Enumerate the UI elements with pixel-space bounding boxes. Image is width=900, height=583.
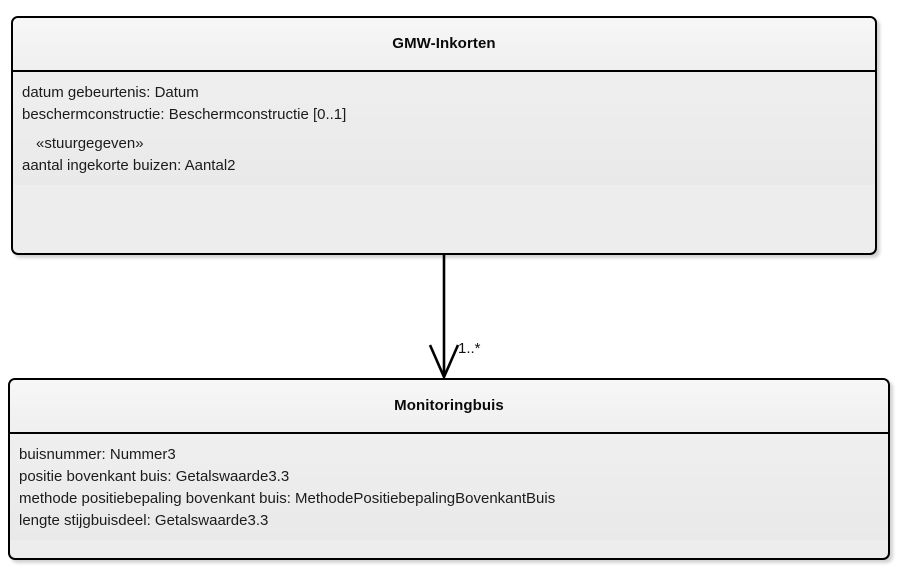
- class-attributes-monitoringbuis: buisnummer: Nummer3 positie bovenkant bu…: [10, 434, 888, 540]
- class-attribute: lengte stijgbuisdeel: Getalswaarde3.3: [19, 512, 269, 529]
- class-title-gmw-inkorten: GMW-Inkorten: [392, 34, 496, 52]
- class-header-gmw-inkorten: GMW-Inkorten: [13, 18, 875, 72]
- class-title-monitoringbuis: Monitoringbuis: [394, 396, 504, 414]
- class-attribute: positie bovenkant buis: Getalswaarde3.3: [19, 468, 290, 485]
- class-attribute: buisnummer: Nummer3: [19, 446, 176, 463]
- class-attribute: datum gebeurtenis: Datum: [22, 84, 199, 101]
- class-attribute: beschermconstructie: Beschermconstructie…: [22, 106, 347, 123]
- class-box-gmw-inkorten[interactable]: GMW-Inkorten datum gebeurtenis: Datum be…: [11, 16, 877, 255]
- connector-multiplicity-label: 1..*: [458, 340, 481, 357]
- class-box-monitoringbuis[interactable]: Monitoringbuis buisnummer: Nummer3 posit…: [8, 378, 890, 560]
- class-attributes-gmw-inkorten: datum gebeurtenis: Datum beschermconstru…: [13, 72, 875, 185]
- connector-arrowhead: [428, 344, 460, 381]
- class-header-monitoringbuis: Monitoringbuis: [10, 380, 888, 434]
- class-attribute-stereotype: «stuurgegeven»: [36, 135, 144, 152]
- class-attribute: methode positiebepaling bovenkant buis: …: [19, 490, 556, 507]
- class-attribute: aantal ingekorte buizen: Aantal2: [22, 157, 236, 174]
